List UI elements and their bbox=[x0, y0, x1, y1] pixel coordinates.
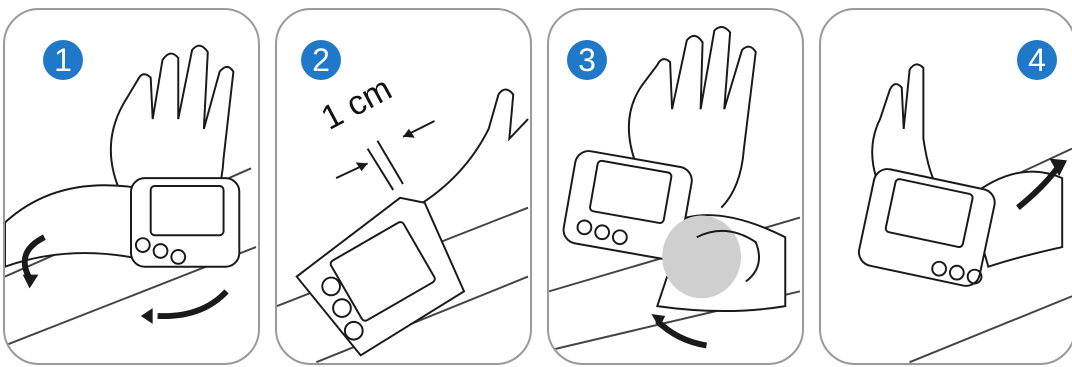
step-number-badge: 1 bbox=[43, 40, 83, 80]
step-panel-1: 1 bbox=[3, 8, 260, 365]
step-panel-3: 3 bbox=[547, 8, 804, 365]
step-number-badge: 2 bbox=[301, 40, 341, 80]
step-number-badge: 4 bbox=[1017, 40, 1057, 80]
step-panel-4: 4 bbox=[819, 8, 1072, 365]
step-number-badge: 3 bbox=[567, 40, 607, 80]
step-panel-2: 2 1 cm bbox=[275, 8, 532, 365]
